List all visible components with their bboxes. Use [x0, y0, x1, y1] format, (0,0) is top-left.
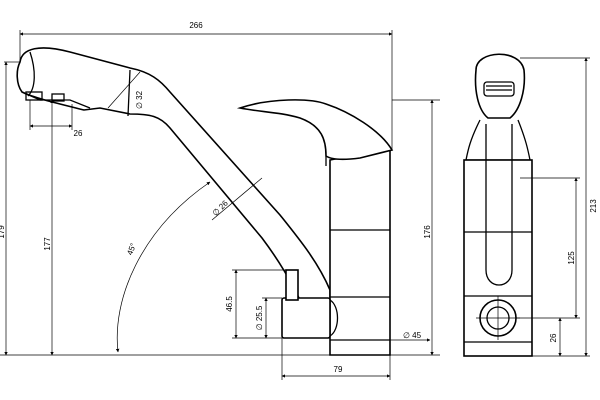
front-dimension-lines: [0, 30, 440, 380]
faucet-body: [329, 149, 391, 356]
dim-overall-width: 266: [189, 21, 203, 30]
side-view: [463, 53, 533, 357]
dim-aerator-diameter: ∅ 32: [135, 90, 144, 109]
dim-aerator-offset: 26: [74, 129, 83, 138]
side-dimension-lines: [516, 57, 590, 357]
dim-inlet-height: 46.5: [225, 296, 234, 312]
inlet-pipe: [281, 269, 339, 339]
dim-side-total-height: 213: [589, 199, 598, 213]
angle-arc: [115, 181, 211, 353]
side-handle: [465, 53, 531, 161]
dim-height-left-outer: 179: [0, 225, 6, 239]
dim-side-inlet-offset: 26: [549, 333, 558, 342]
dim-body-height: 176: [423, 225, 432, 239]
dim-base-offset: 79: [334, 365, 343, 374]
dim-base-diameter: ∅ 45: [403, 331, 422, 340]
dim-spout-diameter: ∅ 26: [211, 198, 231, 218]
dim-inlet-diameter: ∅ 25.5: [255, 305, 264, 330]
dim-height-left-inner: 177: [43, 237, 52, 251]
front-view: [16, 47, 394, 356]
spout: [16, 47, 331, 301]
handle-lever: [236, 99, 394, 166]
dim-spout-angle: 45°: [125, 242, 138, 256]
dim-side-inlet-height: 125: [567, 251, 576, 265]
